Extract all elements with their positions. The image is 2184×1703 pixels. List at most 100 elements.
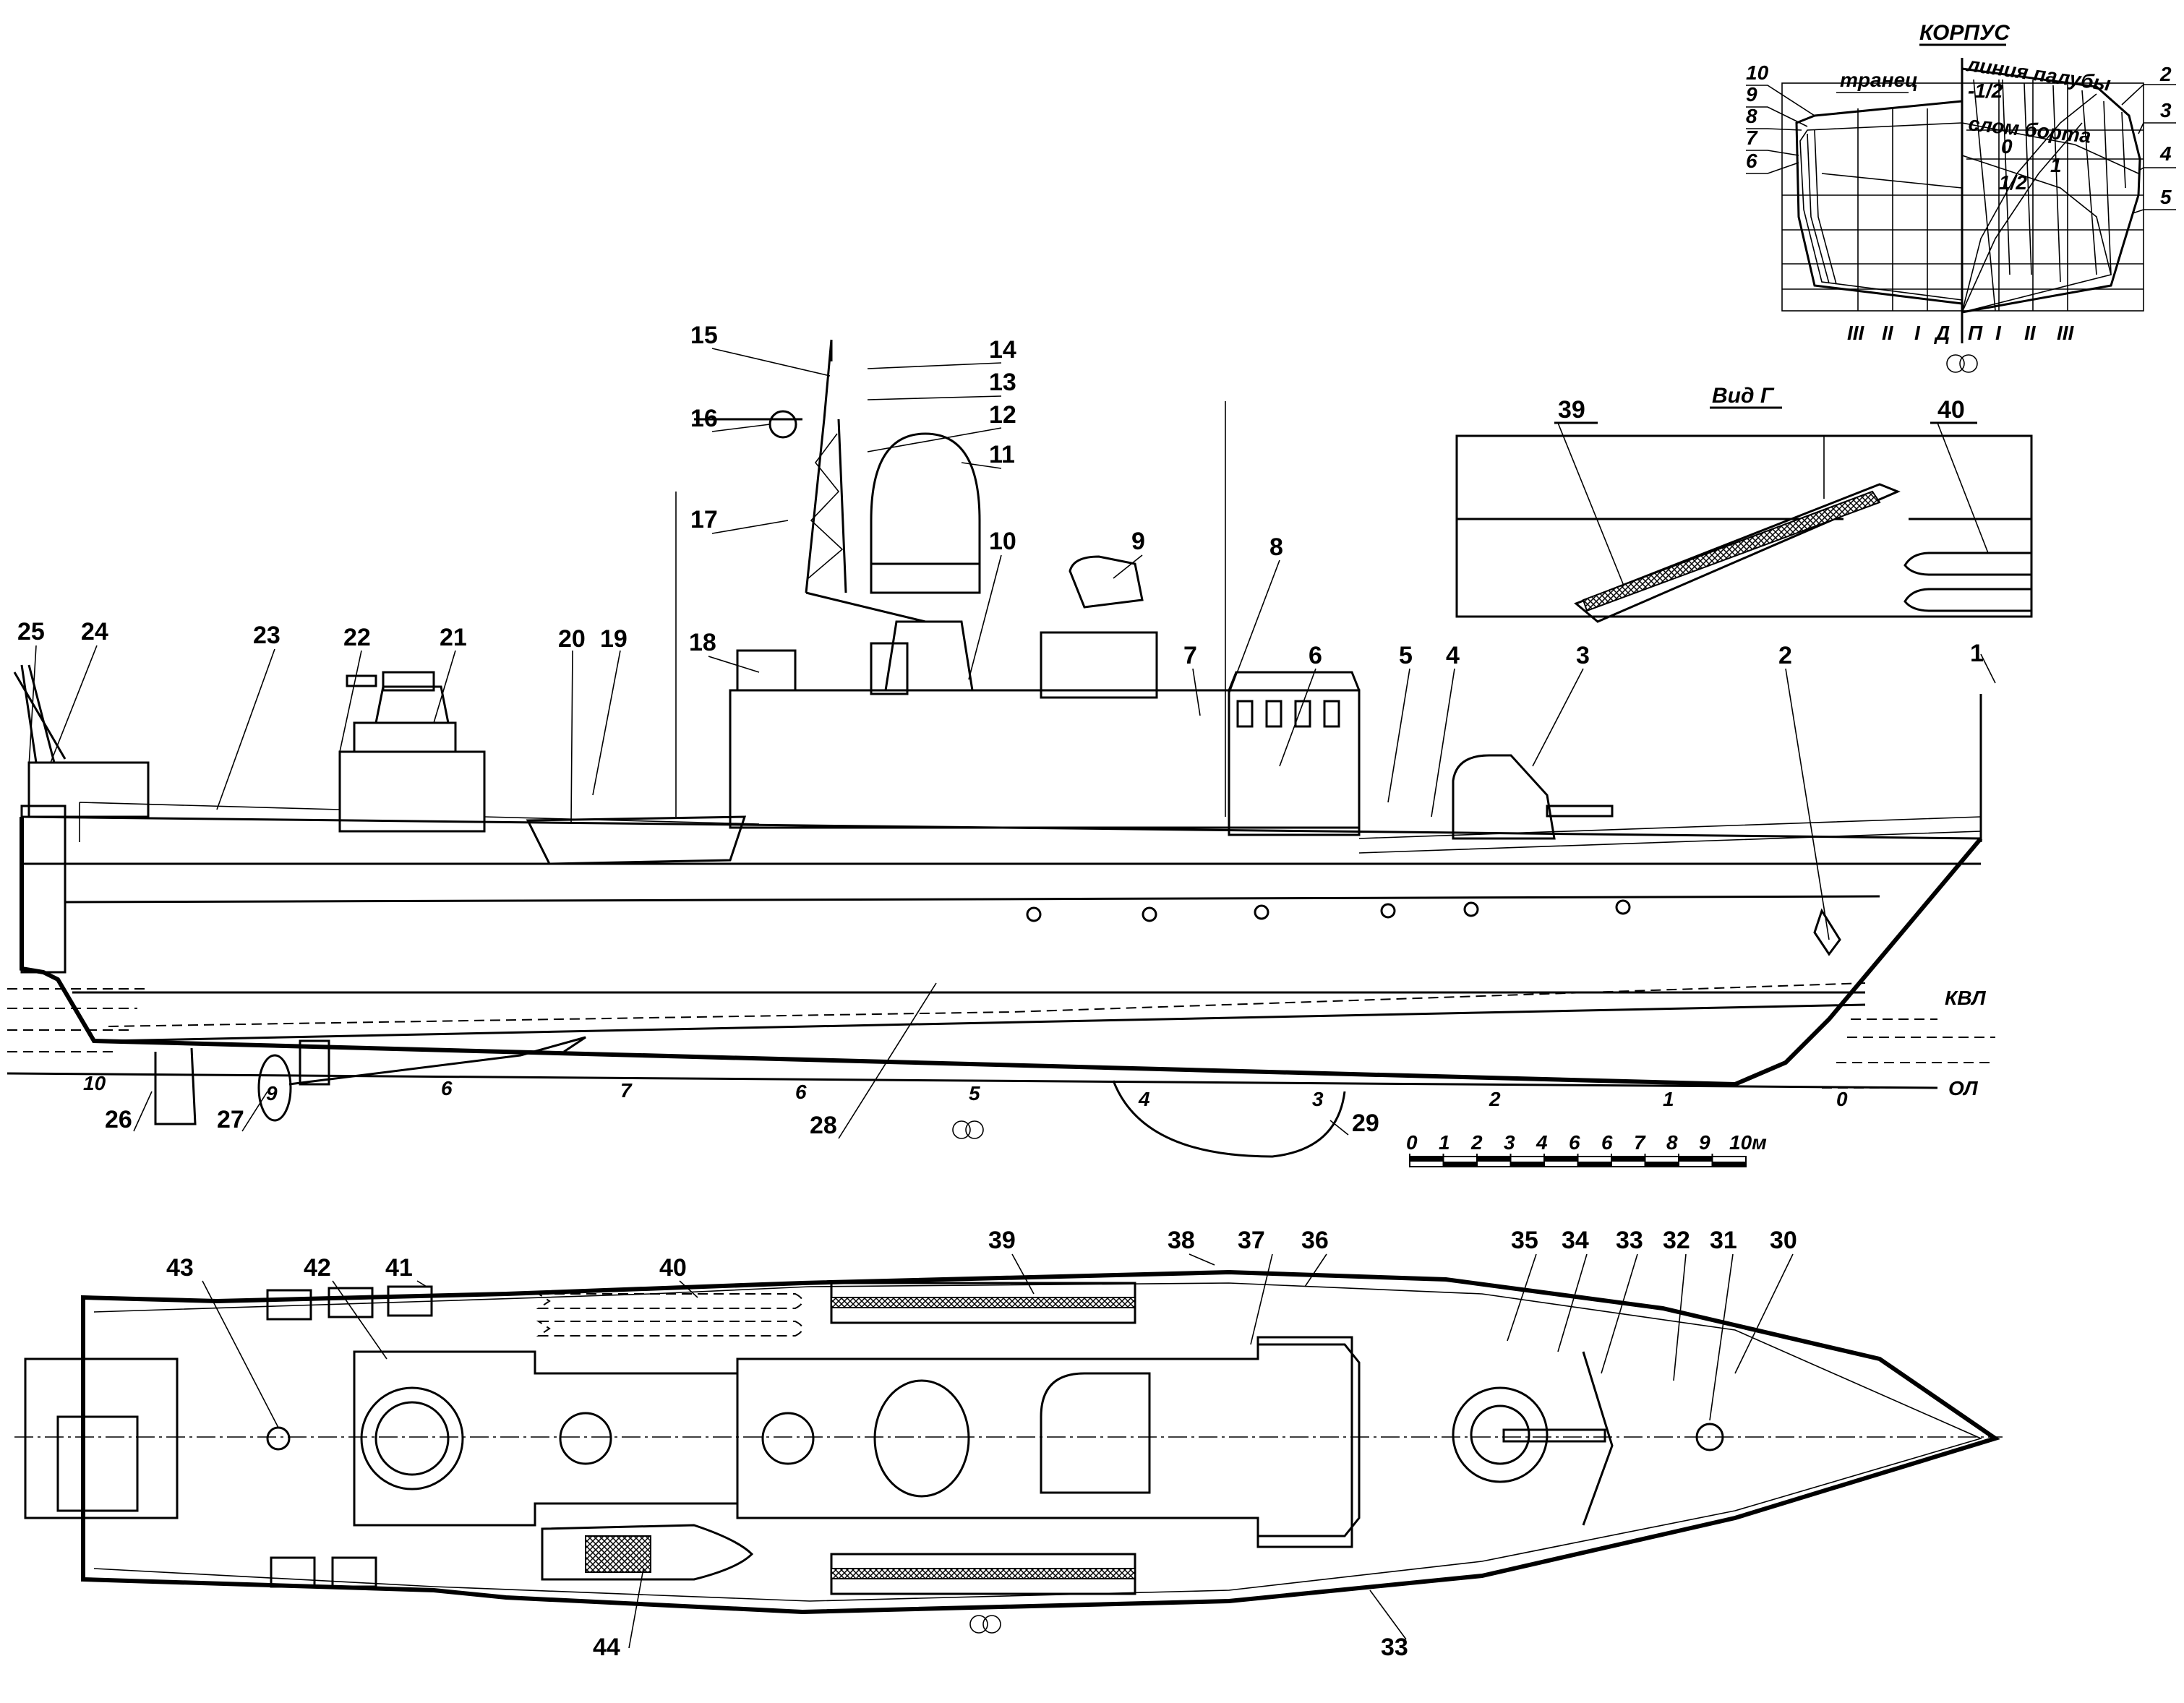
station-tick: 10: [83, 1072, 106, 1094]
buttock-labels: III II I Д П I II III: [1847, 322, 2075, 344]
launcher-port: [830, 1282, 1136, 1324]
scale-tick: 8: [1666, 1131, 1678, 1154]
profile-centerline-symbol: [952, 1120, 984, 1139]
scale-tick: 10м: [1729, 1131, 1767, 1154]
callout: 7: [1183, 642, 1197, 669]
callout: 6: [1309, 642, 1322, 669]
station-tick: 6: [795, 1081, 807, 1103]
baseline-label: ОЛ: [1948, 1077, 1978, 1099]
callout: 29: [1352, 1110, 1379, 1137]
callout: 24: [81, 618, 108, 645]
station-label: 10: [1746, 61, 1769, 84]
callout: 15: [690, 322, 718, 349]
stations-right: 2 3 4 5: [2121, 63, 2176, 214]
station-tick: 4: [1138, 1088, 1150, 1110]
station-label: 6: [1746, 150, 1757, 172]
station-tick: 7: [620, 1079, 633, 1102]
station-label: 4: [2159, 142, 2172, 165]
callout: 12: [989, 401, 1016, 429]
callout: 36: [1301, 1227, 1329, 1254]
callout: 21: [440, 624, 467, 651]
stations-left: 10 9 8 7 6: [1746, 61, 1815, 174]
scale-tick: 0: [1406, 1131, 1418, 1154]
scale-tick: 7: [1634, 1131, 1646, 1154]
scale-segment: [1510, 1162, 1544, 1167]
callout: 13: [989, 369, 1016, 396]
scale-segment: [1712, 1162, 1746, 1167]
body-plan-grid: [1781, 58, 2144, 343]
transom-label: транец: [1840, 69, 1918, 91]
callout: 34: [1562, 1227, 1589, 1254]
callout: 10: [989, 528, 1016, 555]
buttock-label: I: [1914, 322, 1921, 344]
callout: 4: [1446, 642, 1460, 669]
plan-callouts: 43 42 41 40 39 38 37 36 35 34 33 32 31 3…: [166, 1227, 1797, 1661]
callout-39: 39: [1558, 396, 1585, 424]
buttock-label: Д: [1934, 322, 1950, 344]
station-neg-half: -1/2: [1968, 80, 2003, 102]
callout: 19: [600, 625, 628, 653]
callout: 26: [105, 1106, 132, 1133]
centerline-symbol: [1946, 354, 1978, 373]
callout: 3: [1576, 642, 1590, 669]
callout: 18: [689, 629, 716, 656]
callout: 33: [1381, 1634, 1408, 1661]
plan-view: [14, 1269, 2003, 1615]
station-label: 9: [1746, 83, 1757, 106]
scale-segment: [1679, 1157, 1713, 1162]
callout: 41: [385, 1254, 413, 1282]
callout: 32: [1663, 1227, 1690, 1254]
callout: 31: [1710, 1227, 1737, 1254]
scale-segment: [1577, 1162, 1611, 1167]
view-g: Вид Г 39 40: [1455, 384, 2033, 623]
scale-tick: 9: [1699, 1131, 1710, 1154]
scale-tick: 1: [1439, 1131, 1450, 1154]
profile-callouts: 1 2 3 4 5 6 7 8 9 10 11 12 13 14 15 16 1…: [17, 322, 1996, 1139]
chine-label: слом борта: [1967, 112, 2092, 147]
callout: 35: [1511, 1227, 1538, 1254]
callout: 30: [1770, 1227, 1797, 1254]
callout: 25: [17, 618, 45, 645]
scale-tick: 2: [1470, 1131, 1483, 1154]
callout: 38: [1168, 1227, 1195, 1254]
buttock-label: П: [1968, 322, 1983, 344]
station-tick: 5: [969, 1082, 980, 1104]
callout: 42: [304, 1254, 331, 1282]
portholes: [1026, 899, 1631, 922]
callout: 1: [1970, 640, 1984, 667]
callout: 14: [989, 336, 1016, 364]
scale-segment: [1410, 1157, 1444, 1162]
station-one: 1: [2050, 154, 2062, 176]
callout: 40: [659, 1254, 687, 1282]
station-label: 8: [1746, 105, 1757, 127]
callout: 16: [690, 405, 718, 432]
station-label: 2: [2159, 63, 2172, 85]
buttock-label: I: [1995, 322, 2002, 344]
callout: 22: [343, 624, 371, 651]
station-ticks: 10 9 6 7 6 5 4 3 2 1 0: [83, 1072, 1848, 1110]
callout: 9: [1131, 528, 1145, 555]
callout: 20: [558, 625, 586, 653]
station-label: 5: [2160, 186, 2172, 208]
scale-segment: [1544, 1157, 1578, 1162]
station-tick: 9: [266, 1082, 278, 1104]
callout: 37: [1238, 1227, 1265, 1254]
callout: 5: [1399, 642, 1413, 669]
callout: 8: [1269, 533, 1283, 561]
body-plan-title: КОРПУС: [1919, 21, 2010, 45]
scale-segment: [1645, 1162, 1679, 1167]
station-zero: 0: [2001, 135, 2013, 158]
waterline-label: КВЛ: [1945, 987, 1986, 1009]
bridge-windows: [1236, 700, 1340, 728]
station-tick: 3: [1312, 1088, 1324, 1110]
station-tick: 1: [1663, 1088, 1674, 1110]
scale-tick: 3: [1504, 1131, 1515, 1154]
station-tick: 0: [1836, 1088, 1848, 1110]
callout-40: 40: [1937, 396, 1965, 424]
scale-segment: [1477, 1157, 1511, 1162]
callout: 28: [810, 1112, 837, 1139]
scale-tick: 6: [1569, 1131, 1580, 1154]
callout: 43: [166, 1254, 194, 1282]
scale-tick: 4: [1536, 1131, 1548, 1154]
